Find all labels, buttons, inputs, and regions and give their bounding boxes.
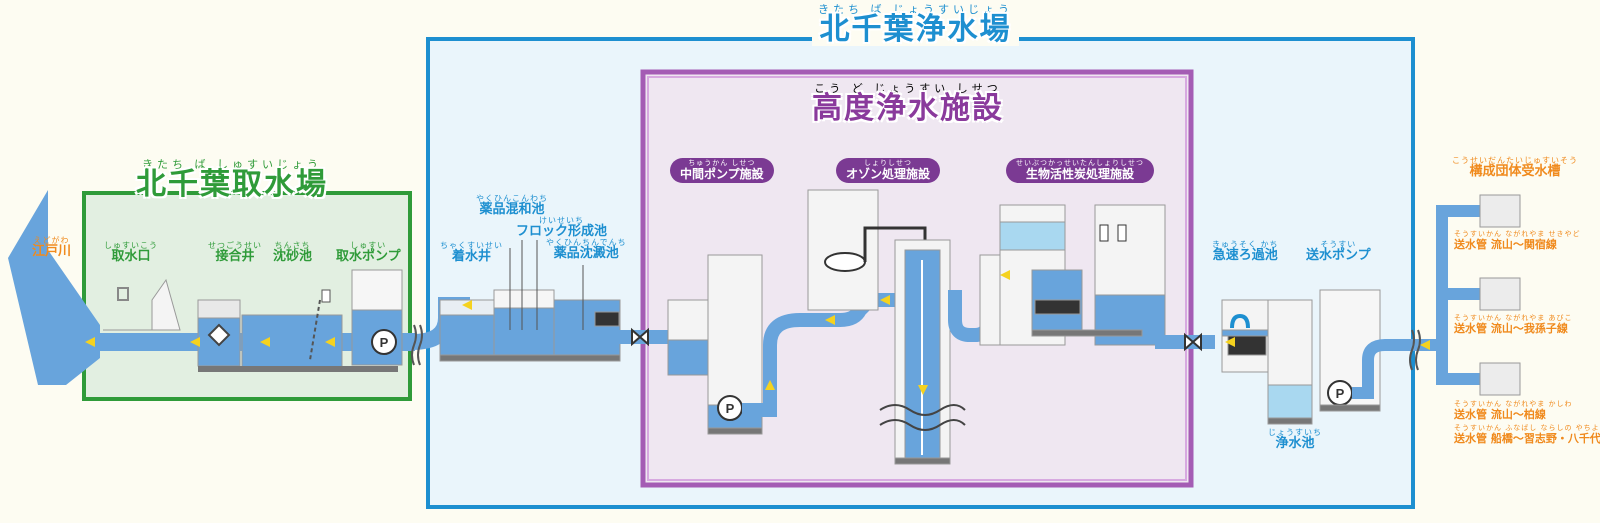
intake-plant-title: きたち ば しゅすいじょう 北千葉取水場 (136, 158, 328, 202)
intake-pump-symbol: P (380, 335, 389, 350)
pill-ozone: しょりしせつオゾン処理施設 (836, 158, 941, 183)
intermediate-riser-pipe (742, 293, 910, 417)
bac-structure (979, 204, 1166, 346)
flow-arrows (85, 270, 1430, 395)
grit-basin-structure (241, 289, 343, 368)
label-grit-basin: ちんさち沈砂池 (273, 241, 313, 264)
label-line-funabashi: そうすいかん ふなばし ならしの やちよ送水管 船橋～習志野・八千代線 (1454, 424, 1600, 445)
label-line-sekiyado: そうすいかん ながれやま せきやど送水管 流山～関宿線 (1454, 230, 1581, 251)
label-receiving-tanks: こうせいだんたいじゅすいそう構成団体受水槽 (1452, 156, 1578, 179)
intake-pump-house (351, 269, 403, 366)
delivery-pipe (1352, 339, 1440, 399)
label-line-abiko: そうすいかん ながれやま あびこ送水管 流山～我孫子線 (1454, 314, 1573, 335)
label-rapid-filter: きゅうそく かち急速ろ過池 (1212, 240, 1279, 263)
delivery-pump-symbol: P (1336, 386, 1345, 401)
receiving-tanks (1479, 194, 1521, 396)
coagulation-basins (439, 240, 621, 362)
pipe-break-2 (1409, 329, 1421, 371)
junction-well-structure (197, 299, 241, 367)
label-delivery-pump: そうすい送水ポンプ (1306, 240, 1371, 263)
label-settling-basin: やくひんちんでんち薬品沈澱池 (546, 238, 627, 261)
ozone-structure (807, 189, 966, 465)
label-river: えどがわ江戸川 (32, 236, 72, 259)
intermediate-pump-structure (667, 254, 763, 435)
intake-pump-icon (371, 329, 397, 355)
rapid-filter-structure (1221, 299, 1271, 373)
label-floc-basin: けいせいちフロック形成池 (516, 216, 608, 239)
pill-bac: せいぶつかっせいたんしょりしせつ生物活性炭処理施設 (1006, 158, 1154, 183)
pill-intermediate-pump: ちゅうかん しせつ中間ポンプ施設 (670, 158, 774, 183)
label-junction-well: せつごうせい接合井 (208, 241, 262, 264)
label-intake-pump: しゅすい取水ポンプ (336, 241, 401, 264)
valve-1 (631, 327, 649, 347)
valve-2 (1184, 332, 1202, 352)
intermediate-pump-symbol: P (726, 401, 735, 416)
label-mixing-basin: やくひんこんわち薬品混和池 (476, 194, 548, 217)
clear-well-structure (1267, 299, 1313, 425)
intake-port-structure (103, 278, 181, 331)
advanced-treatment-title: こう ど じょうすい しせつ 高度浄水施設 (812, 82, 1004, 126)
label-receiving-well: ちゃくすいせい着水井 (440, 241, 503, 264)
ozone-generator-icon (824, 252, 866, 272)
label-intake-port: しゅすいこう取水口 (104, 241, 158, 264)
label-clear-well: じょうすいち浄水池 (1268, 428, 1322, 451)
river-shape (8, 190, 100, 385)
label-line-kashiwa: そうすいかん ながれやま かしわ送水管 流山～柏線 (1454, 400, 1573, 421)
pipe-break-1 (411, 324, 423, 366)
purification-plant-title: きたち ば じょうすいじょう 北千葉浄水場 (812, 4, 1019, 46)
